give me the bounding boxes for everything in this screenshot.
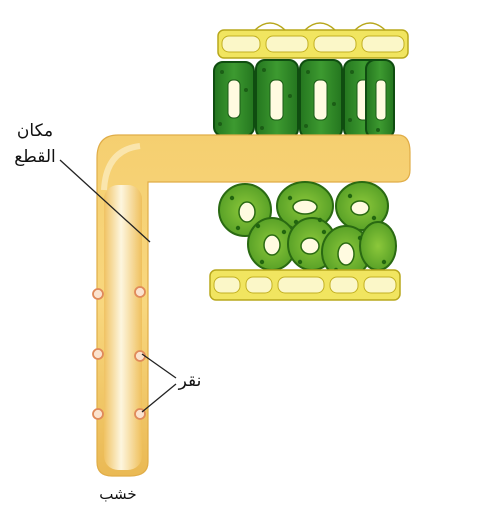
pits-label: نقر	[178, 371, 202, 391]
lower-epidermis	[209, 269, 401, 301]
chloroplasts	[229, 193, 387, 273]
spongy-mesophyll	[218, 181, 397, 279]
cut-site-leader	[59, 159, 151, 243]
xylem-label: خشب	[99, 485, 136, 503]
xylem-vessel	[96, 134, 411, 477]
label-lines	[59, 159, 177, 413]
spongy-vacuoles	[238, 199, 370, 266]
cut-site-label-line2: القطع	[14, 147, 56, 167]
cut-site-label-line1: مكان	[17, 121, 53, 141]
pits-leader-bottom	[141, 383, 177, 413]
palisade-cells	[213, 59, 395, 139]
xylem-pits	[92, 286, 146, 420]
pits-leader-top	[141, 353, 177, 379]
upper-epidermis	[217, 22, 409, 59]
